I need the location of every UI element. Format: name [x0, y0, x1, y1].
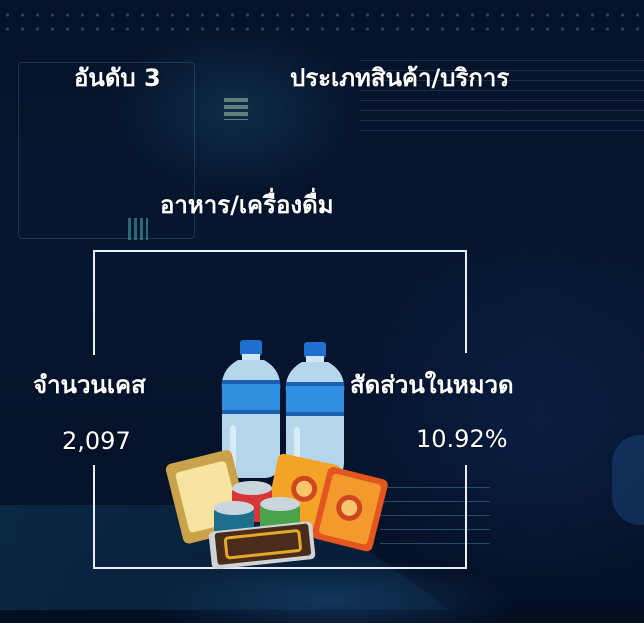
- background-glow-bars-vertical: [128, 218, 148, 240]
- frame-top-border: [93, 250, 467, 252]
- category-value: อาหาร/เครื่องดื่ม: [160, 191, 334, 219]
- chocolate-bar-icon: [208, 521, 316, 570]
- frame-right-border-upper: [465, 250, 467, 353]
- category-heading: ประเภทสินค้า/บริการ: [290, 64, 510, 92]
- food-beverage-icon: [165, 340, 388, 570]
- background-circuit-lines: [380, 487, 490, 555]
- frame-left-border-upper: [93, 250, 95, 355]
- food-beverage-illustration: [160, 330, 400, 570]
- case-count-value: 2,097: [62, 427, 131, 455]
- water-bottle-icon: [285, 342, 345, 480]
- background-glow-bars: [224, 98, 248, 120]
- frame-right-border-lower: [465, 465, 467, 569]
- rank-label: อันดับ 3: [74, 64, 161, 92]
- frame-bottom-border: [93, 567, 467, 569]
- water-bottle-icon: [221, 340, 281, 478]
- category-share-label: สัดส่วนในหมวด: [350, 371, 514, 399]
- case-count-label: จำนวนเคส: [33, 371, 146, 399]
- background-dot-pattern: [0, 8, 644, 38]
- background-stripes: [360, 60, 644, 135]
- background-circuit-frame: [18, 62, 195, 239]
- category-share-value: 10.92%: [416, 425, 508, 453]
- frame-left-border-lower: [93, 465, 95, 569]
- chips-bag-icon: [312, 466, 388, 552]
- background-pill-shape: [612, 435, 644, 525]
